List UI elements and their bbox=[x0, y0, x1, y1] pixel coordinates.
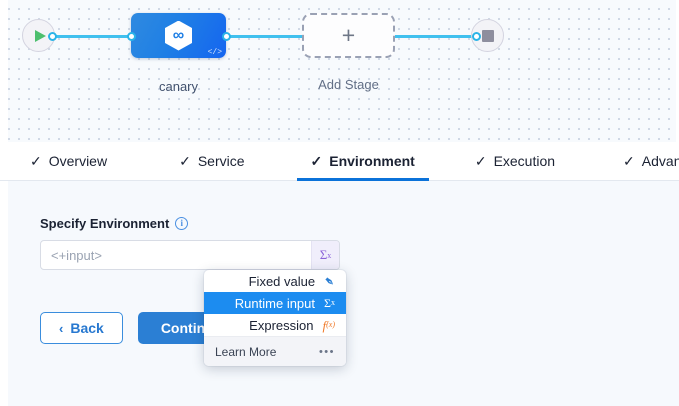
back-button-label: Back bbox=[70, 320, 104, 336]
canvas-right-margin bbox=[676, 0, 679, 142]
form-left-margin bbox=[0, 181, 8, 406]
play-icon bbox=[34, 29, 46, 42]
pin-icon: ✒ bbox=[320, 271, 339, 291]
menu-item-label: Expression bbox=[249, 317, 314, 333]
stage-node-canary[interactable]: ∞ </> bbox=[131, 13, 226, 58]
wire-addstage-to-end bbox=[390, 35, 480, 38]
field-label-text: Specify Environment bbox=[40, 216, 170, 231]
tab-service[interactable]: ✓ Service bbox=[165, 142, 258, 181]
tab-execution[interactable]: ✓ Execution bbox=[461, 142, 569, 181]
port-canary-out[interactable] bbox=[222, 32, 231, 41]
environment-input[interactable] bbox=[41, 241, 311, 269]
canvas-left-margin bbox=[0, 0, 8, 142]
add-stage-node[interactable]: + bbox=[302, 13, 395, 58]
menu-item-expression[interactable]: Expression f(x) bbox=[204, 314, 346, 336]
port-end-in[interactable] bbox=[472, 32, 481, 41]
pipeline-canvas[interactable]: ∞ </> canary + Add Stage bbox=[0, 0, 679, 142]
specify-environment-label: Specify Environment i bbox=[40, 216, 189, 231]
tab-overview[interactable]: ✓ Overview bbox=[16, 142, 121, 181]
stage-config-tabs: ✓ Overview ✓ Service ✓ Environment ✓ Exe… bbox=[0, 142, 679, 181]
tab-label: Service bbox=[197, 153, 245, 169]
check-icon: ✓ bbox=[474, 153, 487, 169]
tab-advanced[interactable]: ✓ Advanced bbox=[609, 142, 679, 181]
check-icon: ✓ bbox=[623, 153, 635, 169]
tab-label: Environment bbox=[329, 153, 415, 169]
hexagon-infinity-icon: ∞ bbox=[165, 20, 192, 51]
check-icon: ✓ bbox=[30, 153, 42, 169]
check-icon: ✓ bbox=[310, 153, 323, 169]
back-button[interactable]: ‹ Back bbox=[40, 312, 123, 344]
stage-label-canary: canary bbox=[158, 79, 199, 94]
add-stage-label: Add Stage bbox=[318, 77, 379, 92]
fx-glyph: f bbox=[322, 317, 327, 333]
chevron-left-icon: ‹ bbox=[59, 320, 64, 336]
stop-icon bbox=[481, 29, 494, 42]
tab-environment[interactable]: ✓ Environment bbox=[296, 142, 430, 181]
specify-environment-field[interactable]: Σx bbox=[40, 240, 340, 270]
wire-start-to-canary bbox=[48, 35, 138, 38]
check-icon: ✓ bbox=[179, 153, 191, 169]
wire-canary-to-addstage bbox=[220, 35, 310, 38]
fx-sub: (x) bbox=[326, 320, 335, 329]
ellipsis-icon[interactable]: ••• bbox=[318, 345, 335, 358]
port-canary-in[interactable] bbox=[127, 32, 136, 41]
learn-more-row[interactable]: Learn More ••• bbox=[204, 336, 346, 366]
tab-label: Execution bbox=[493, 153, 556, 169]
menu-item-fixed-value[interactable]: Fixed value ✒ bbox=[204, 270, 346, 292]
sigma-glyph: Σ bbox=[324, 296, 331, 310]
learn-more-label: Learn More bbox=[215, 344, 277, 359]
plus-icon: + bbox=[341, 22, 356, 48]
sigma-glyph: Σ bbox=[319, 247, 328, 262]
sigma-sup: x bbox=[331, 298, 335, 307]
port-start-out[interactable] bbox=[48, 32, 57, 41]
tab-label: Advanced bbox=[641, 153, 679, 169]
code-badge-icon: </> bbox=[207, 48, 222, 57]
info-icon[interactable]: i bbox=[175, 217, 189, 230]
sigma-sup: x bbox=[327, 250, 332, 260]
menu-item-label: Runtime input bbox=[234, 295, 316, 311]
menu-item-label: Fixed value bbox=[248, 273, 316, 289]
tab-label: Overview bbox=[48, 153, 108, 169]
fx-icon: f(x) bbox=[322, 319, 335, 332]
infinity-glyph: ∞ bbox=[172, 26, 185, 44]
